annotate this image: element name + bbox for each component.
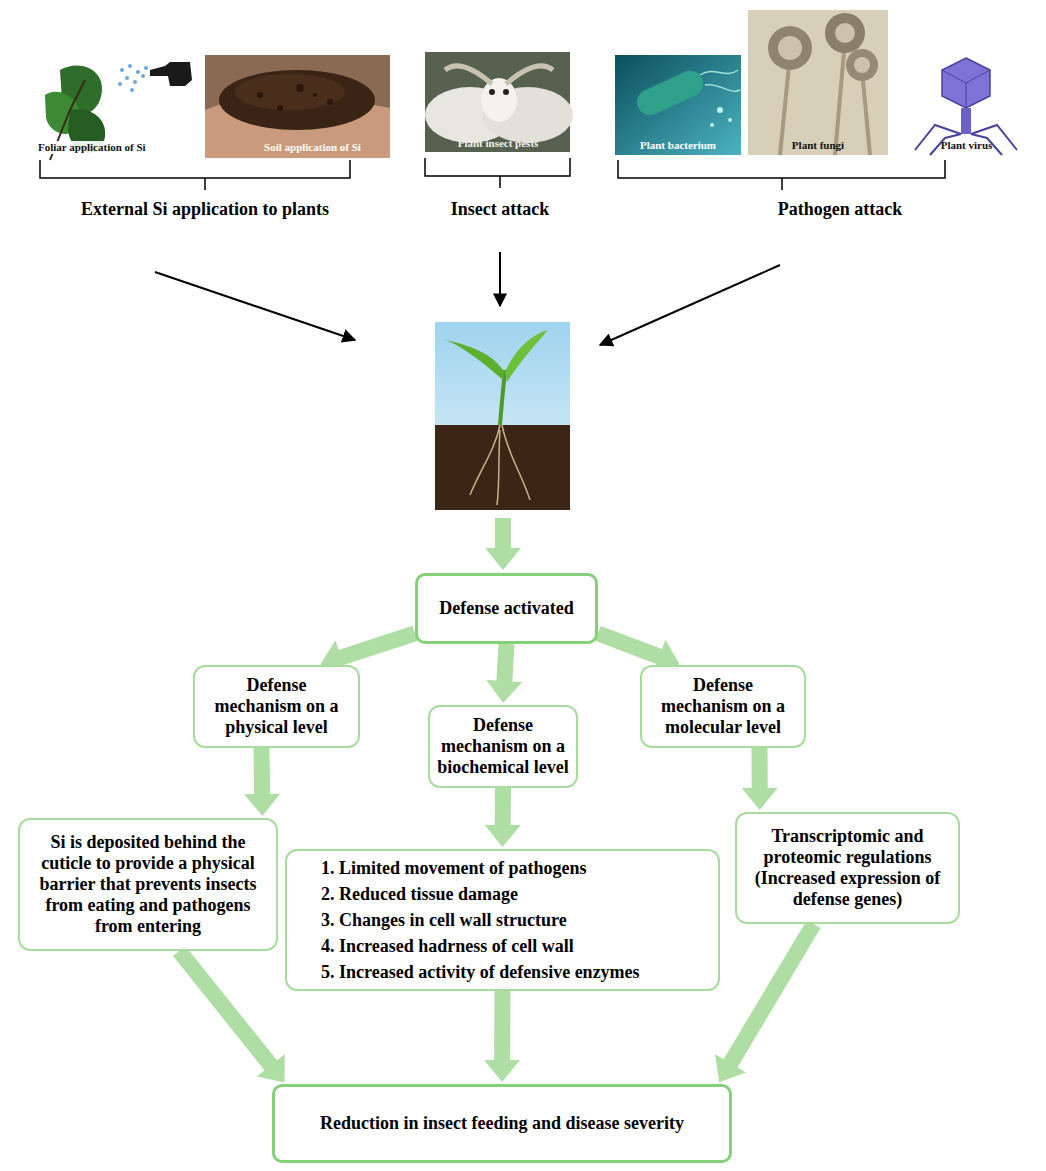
node-text: 5. Increased activity of defensive enzym… — [321, 959, 708, 985]
pointer-arrow — [600, 265, 780, 345]
node-text: 3. Changes in cell wall structure — [321, 907, 708, 933]
flow-arrow — [484, 991, 520, 1082]
bacterium-photo — [615, 55, 741, 155]
node-text: 2. Reduced tissue damage — [321, 881, 708, 907]
node-text: Defense mechanism on a molecular level — [650, 675, 796, 738]
soil-photo — [205, 55, 390, 158]
flow-arrow — [485, 788, 521, 847]
result-box: Reduction in insect feeding and disease … — [272, 1084, 732, 1163]
detail-box: Transcriptomic and proteomic regulations… — [735, 812, 960, 924]
pointer-arrow — [499, 252, 501, 306]
flow-arrow — [173, 946, 285, 1082]
bracket — [618, 160, 945, 190]
group-label: Insect attack — [420, 198, 580, 220]
group-label: Pathogen attack — [740, 198, 940, 220]
pointer-arrow — [155, 272, 355, 340]
image-caption: Plant bacterium — [616, 139, 740, 152]
bracket — [425, 158, 570, 188]
virus-photo — [893, 55, 1040, 155]
image-caption: Foliar application of Si — [38, 141, 170, 154]
image-caption: Plant virus — [895, 139, 1038, 152]
node-text: Defense activated — [426, 598, 587, 619]
image-caption: Soil application of Si — [240, 141, 385, 154]
node-text: Transcriptomic and proteomic regulations… — [745, 826, 950, 910]
insect-photo — [425, 52, 573, 152]
foliar-photo — [35, 55, 192, 160]
image-caption: Plant fungi — [750, 139, 886, 152]
node-text: Defense mechanism on a physical level — [203, 675, 350, 738]
node-text: Defense mechanism on a biochemical level — [436, 715, 570, 778]
detail-box: 1. Limited movement of pathogens2. Reduc… — [285, 849, 720, 991]
flow-arrow — [715, 920, 821, 1082]
flow-arrow — [742, 748, 778, 810]
flow-arrow — [485, 518, 521, 570]
seedling-photo — [435, 322, 570, 510]
process-box: Defense mechanism on a physical level — [193, 665, 360, 748]
flow-arrow — [486, 644, 522, 704]
group-label: External Si application to plants — [75, 198, 335, 220]
detail-box: Si is deposited behind the cuticle to pr… — [18, 818, 278, 951]
node-text: Reduction in insect feeding and disease … — [285, 1113, 719, 1134]
status-box: Defense activated — [415, 573, 598, 644]
process-box: Defense mechanism on a biochemical level — [428, 705, 578, 788]
fungi-photo — [748, 10, 888, 155]
bracket — [40, 160, 350, 190]
process-box: Defense mechanism on a molecular level — [640, 665, 806, 748]
node-text: 1. Limited movement of pathogens — [321, 855, 708, 881]
node-text: Si is deposited behind the cuticle to pr… — [28, 832, 268, 937]
image-caption: Plant insect pests — [428, 137, 568, 150]
flow-arrow — [244, 748, 280, 816]
node-text: 4. Increased hadrness of cell wall — [321, 933, 708, 959]
